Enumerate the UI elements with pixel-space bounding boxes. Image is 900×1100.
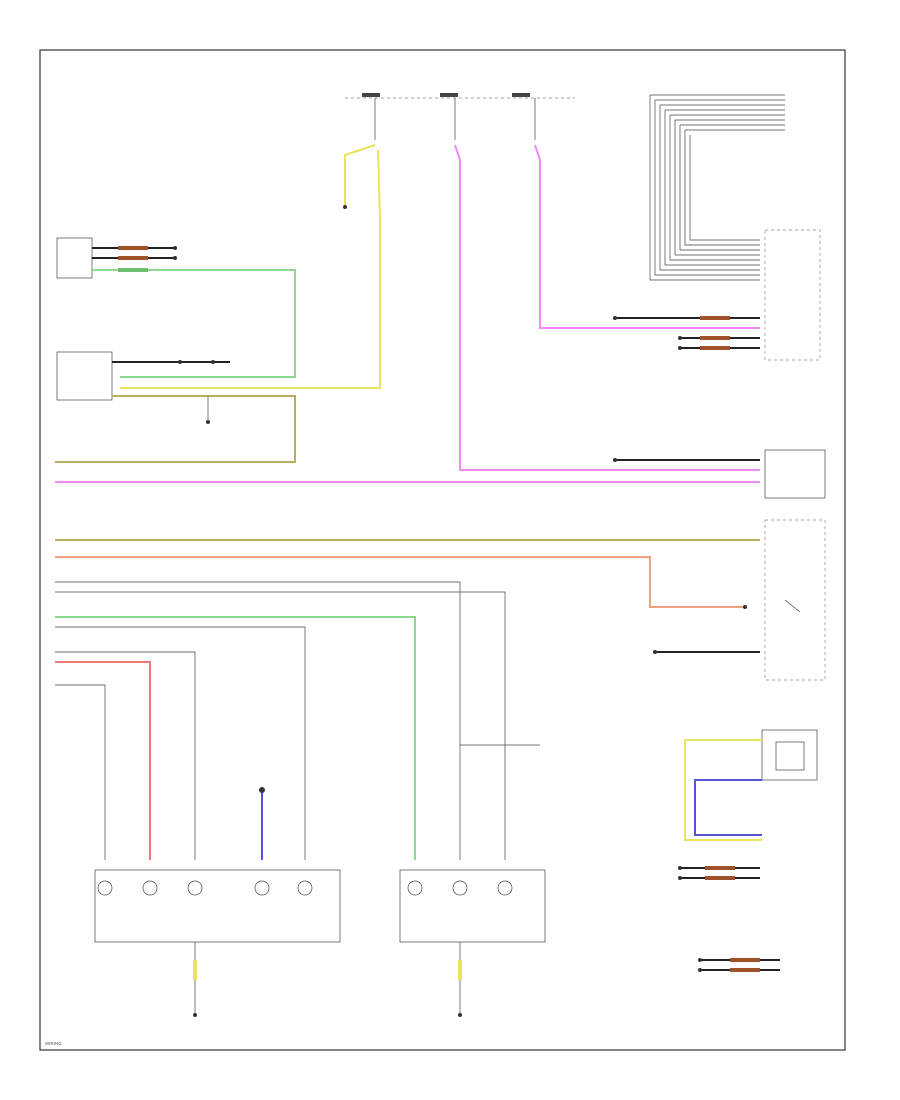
splice-14	[698, 958, 702, 962]
ground-point-1	[343, 205, 347, 209]
splice-5	[613, 316, 617, 320]
wire-yellow-long	[120, 149, 381, 389]
connector-tag-2	[118, 256, 148, 260]
wire-red-down	[55, 661, 151, 860]
splice-7	[678, 346, 682, 350]
splice-13	[678, 876, 682, 880]
lamp-icon	[97, 880, 113, 896]
lamp-group-left	[97, 880, 313, 896]
tag-yellow-1	[193, 960, 197, 980]
wire-grey-2	[55, 591, 506, 860]
fuse-block-left	[362, 93, 380, 97]
module-lower-right	[761, 729, 818, 781]
splice-10	[653, 650, 657, 654]
connector-tag-5	[700, 346, 730, 350]
splice-1	[173, 246, 177, 250]
splice-4	[211, 360, 215, 364]
splice-2	[173, 256, 177, 260]
module-right-middle	[764, 449, 826, 499]
ground-point-3	[193, 1013, 197, 1017]
lamp-icon	[497, 880, 513, 896]
wire-pink-center	[454, 144, 760, 471]
connector-tag-9	[730, 968, 760, 972]
wire-grey-4	[55, 684, 106, 860]
lamp-icon	[254, 880, 270, 896]
wire-pink-right	[534, 144, 760, 329]
connector-tag-3	[700, 316, 730, 320]
module-right-upper	[764, 229, 821, 361]
wire-orange-red	[55, 556, 745, 608]
splice-11	[259, 787, 265, 793]
splice-6	[678, 336, 682, 340]
module-lamps-right	[399, 869, 546, 943]
footer-code: WIRING	[45, 1041, 62, 1046]
splice-9	[743, 605, 747, 609]
switch-contact	[784, 599, 801, 613]
module-lamps-left	[94, 869, 341, 943]
lamp-group-right	[407, 880, 513, 896]
wire-yellow-to-ground	[344, 144, 376, 205]
connector-tag-7	[705, 876, 735, 880]
splice-12	[678, 866, 682, 870]
wire-olive-loop	[55, 395, 296, 463]
top-fuse-group	[345, 93, 575, 140]
splice-15	[698, 968, 702, 972]
tag-yellow-2	[458, 960, 462, 980]
lamp-icon	[187, 880, 203, 896]
wire-bundle-right	[649, 94, 785, 281]
ground-point-2	[206, 420, 210, 424]
splice-8	[613, 458, 617, 462]
relay-box	[775, 741, 805, 771]
wire-grey-3	[55, 651, 196, 860]
connector-tag-4	[700, 336, 730, 340]
wire-grey-1	[55, 581, 461, 860]
connector-tag-green	[118, 268, 148, 272]
connector-tag-8	[730, 958, 760, 962]
fuse-block-right	[512, 93, 530, 97]
connector-tag-1	[118, 246, 148, 250]
wire-blue-loop	[694, 779, 762, 836]
wire-yellow-loop	[684, 739, 762, 841]
lamp-icon	[142, 880, 158, 896]
fuse-block-center	[440, 93, 458, 97]
ground-point-4	[458, 1013, 462, 1017]
lamp-icon	[407, 880, 423, 896]
connector-tag-6	[705, 866, 735, 870]
module-upper-left-1	[56, 237, 93, 279]
diagram-frame	[39, 49, 846, 1051]
module-upper-left-2	[56, 351, 113, 401]
wire-green-down	[55, 616, 416, 860]
module-right-switch	[764, 519, 826, 681]
wire-black-down	[55, 626, 306, 860]
splice-3	[178, 360, 182, 364]
wire-green-loop	[92, 269, 296, 378]
lamp-icon	[452, 880, 468, 896]
lamp-icon	[297, 880, 313, 896]
